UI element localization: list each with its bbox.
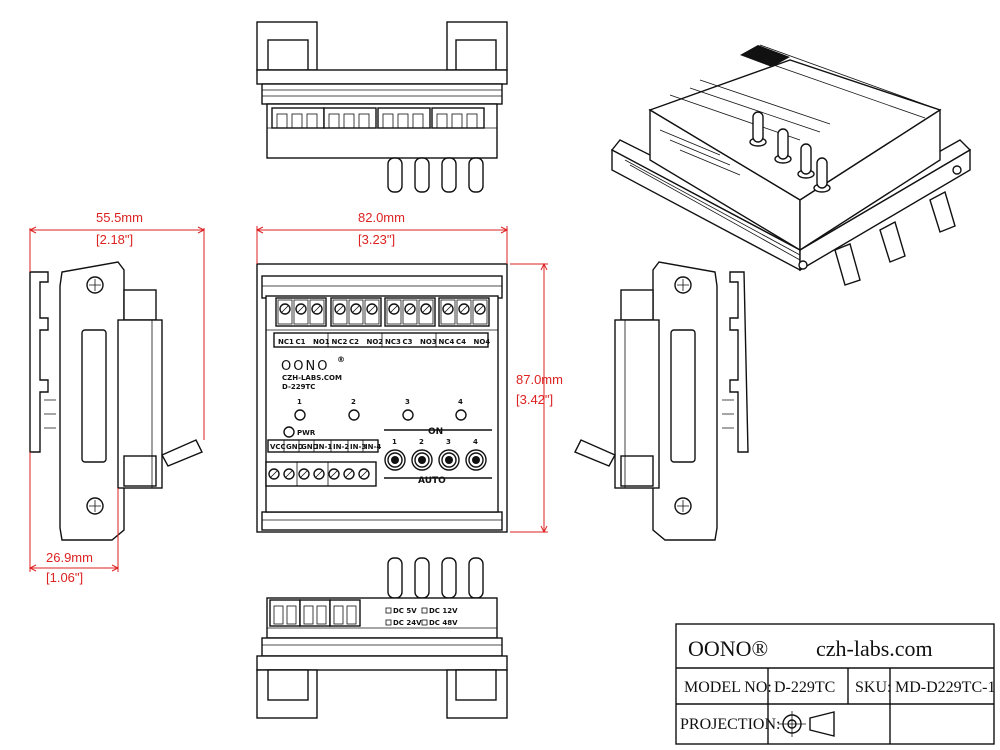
- voltage-option-label: DC 48V: [429, 619, 458, 627]
- bottom-view-switch-cap: [468, 557, 484, 599]
- left-side-view: [29, 261, 203, 541]
- voltage-option-label: DC 5V: [393, 607, 417, 615]
- channel-led: [294, 409, 306, 421]
- auto-on-switch[interactable]: 2: [411, 438, 433, 471]
- title-website: czh-labs.com: [816, 636, 933, 661]
- terminal-label-gnd: GND: [286, 443, 304, 451]
- terminal-block-top: [438, 297, 490, 327]
- channel-number: 3: [405, 398, 410, 406]
- title-block: OONO® czh-labs.com MODEL NO: D-229TC SKU…: [675, 623, 995, 745]
- iso-switch-cap: [800, 143, 812, 175]
- channel-led: [402, 409, 414, 421]
- dim-rail-inch: [1.06"]: [46, 570, 83, 585]
- brand-logo: OONO: [281, 359, 329, 374]
- terminal-block-top: [275, 297, 327, 327]
- right-side-view: [574, 261, 749, 541]
- pwr-label: PWR: [297, 429, 316, 437]
- model-no-label: MODEL NO:: [684, 679, 772, 696]
- bottom-view-switch-cap: [441, 557, 457, 599]
- model-no-value: D-229TC: [774, 679, 835, 696]
- iso-switch-cap: [816, 157, 828, 189]
- svg-text:1: 1: [392, 438, 397, 446]
- pwr-led: [283, 426, 295, 438]
- dim-rail-mm: 26.9mm: [46, 550, 93, 565]
- terminal-block-top: [330, 297, 382, 327]
- sku-label: SKU:: [855, 679, 891, 696]
- channel-led: [455, 409, 467, 421]
- terminal-label-no1: NO1: [313, 338, 330, 346]
- terminal-label-in-1: IN-1: [316, 443, 332, 451]
- terminal-label-nc4: NC4: [439, 338, 455, 346]
- top-view-switch-cap: [468, 157, 484, 193]
- top-view: [256, 21, 508, 193]
- svg-text:2: 2: [419, 438, 424, 446]
- auto-label: AUTO: [418, 476, 446, 486]
- terminal-label-in-2: IN-2: [333, 443, 349, 451]
- isometric-view: [610, 44, 972, 286]
- dimension-lines: 55.5mm [2.18"] 82.0mm [3.23"] 87.0mm [3.…: [28, 210, 563, 585]
- dim-depth-inch: [2.18"]: [96, 232, 133, 247]
- projection-label: PROJECTION:: [680, 716, 780, 733]
- top-view-switch-cap: [414, 157, 430, 193]
- terminal-label-no3: NO3: [420, 338, 437, 346]
- terminal-label-gnd: GND: [301, 443, 319, 451]
- svg-text:4: 4: [473, 438, 478, 446]
- dim-width-mm: 82.0mm: [358, 210, 405, 225]
- bottom-view-terminal-block: [269, 599, 301, 627]
- site-text: CZH-LABS.COM: [282, 374, 342, 382]
- terminal-label-c4: C4: [456, 338, 466, 346]
- dim-width-inch: [3.23"]: [358, 232, 395, 247]
- top-view-terminal-block: [431, 107, 485, 129]
- channel-number: 2: [351, 398, 356, 406]
- terminal-label-in-3: IN-3: [350, 443, 366, 451]
- top-view-terminal-block: [323, 107, 377, 129]
- channel-led: [348, 409, 360, 421]
- bottom-view-terminal-block: [329, 599, 361, 627]
- dim-depth-mm: 55.5mm: [96, 210, 143, 225]
- title-brand: OONO®: [688, 636, 768, 661]
- terminal-label-no2: NO2: [367, 338, 384, 346]
- bottom-view-switch-cap: [387, 557, 403, 599]
- iso-switch-cap: [752, 111, 764, 143]
- registered-mark: ®: [337, 355, 345, 364]
- top-view-switch-cap: [387, 157, 403, 193]
- sku-value: MD-D229TC-1: [895, 679, 995, 696]
- iso-switch-cap: [777, 128, 789, 160]
- bottom-view-switch-cap: [414, 557, 430, 599]
- terminal-label-nc3: NC3: [385, 338, 401, 346]
- terminal-block-top: [384, 297, 436, 327]
- top-view-switch-cap: [441, 157, 457, 193]
- dim-height-inch: [3.42"]: [516, 392, 553, 407]
- auto-on-switch[interactable]: 1: [384, 438, 406, 471]
- dim-height-mm: 87.0mm: [516, 372, 563, 387]
- projection-symbol-icon: [778, 711, 835, 737]
- on-label: ON: [428, 427, 443, 437]
- top-view-terminal-block: [377, 107, 431, 129]
- terminal-label-no4: NO4: [474, 338, 491, 346]
- voltage-option-label: DC 24V: [393, 619, 422, 627]
- terminal-label-in-4: IN-4: [365, 443, 381, 451]
- channel-number: 4: [458, 398, 463, 406]
- auto-on-switch[interactable]: 4: [465, 438, 487, 471]
- top-view-terminal-block: [271, 107, 325, 129]
- terminal-label-c1: C1: [296, 338, 306, 346]
- channel-number: 1: [297, 398, 302, 406]
- voltage-option-label: DC 12V: [429, 607, 458, 615]
- terminal-label-c2: C2: [349, 338, 359, 346]
- svg-text:3: 3: [446, 438, 451, 446]
- terminal-label-nc2: NC2: [332, 338, 348, 346]
- bottom-view: DC 5V DC 12V DC 24V DC 48V: [256, 557, 508, 719]
- bottom-view-terminal-block: [299, 599, 331, 627]
- model-text: D-229TC: [282, 383, 315, 391]
- terminal-label-c3: C3: [403, 338, 413, 346]
- auto-on-switch[interactable]: 3: [438, 438, 460, 471]
- terminal-label-nc1: NC1: [278, 338, 294, 346]
- terminal-label-vcc: VCC: [270, 443, 286, 451]
